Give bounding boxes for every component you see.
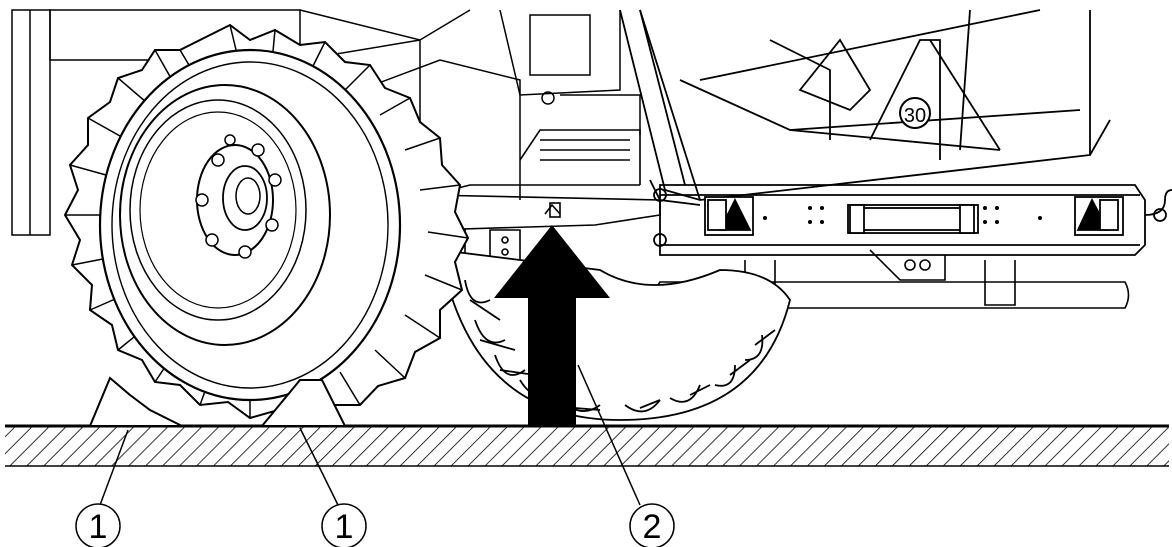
wheel-chock-right [259, 379, 347, 427]
speed-decal-label: 30 [904, 105, 926, 127]
ground [5, 424, 1169, 467]
lift-arrow-up [494, 225, 610, 426]
callout-2: 2 [629, 503, 675, 547]
rear-wheel [438, 248, 791, 421]
rear-light-beam [653, 184, 1172, 256]
speed-decal-30: 30 [899, 97, 931, 129]
callout-1-right-label: 1 [335, 508, 354, 546]
wheel-chock-left [88, 376, 183, 427]
main-wheel [63, 23, 470, 422]
callout-1-left: 1 [75, 503, 121, 547]
callout-1-left-label: 1 [89, 508, 108, 546]
callout-leaders [99, 364, 641, 506]
callout-1-right: 1 [321, 503, 367, 547]
callout-2-label: 2 [643, 508, 662, 546]
hopper [619, 9, 1111, 206]
